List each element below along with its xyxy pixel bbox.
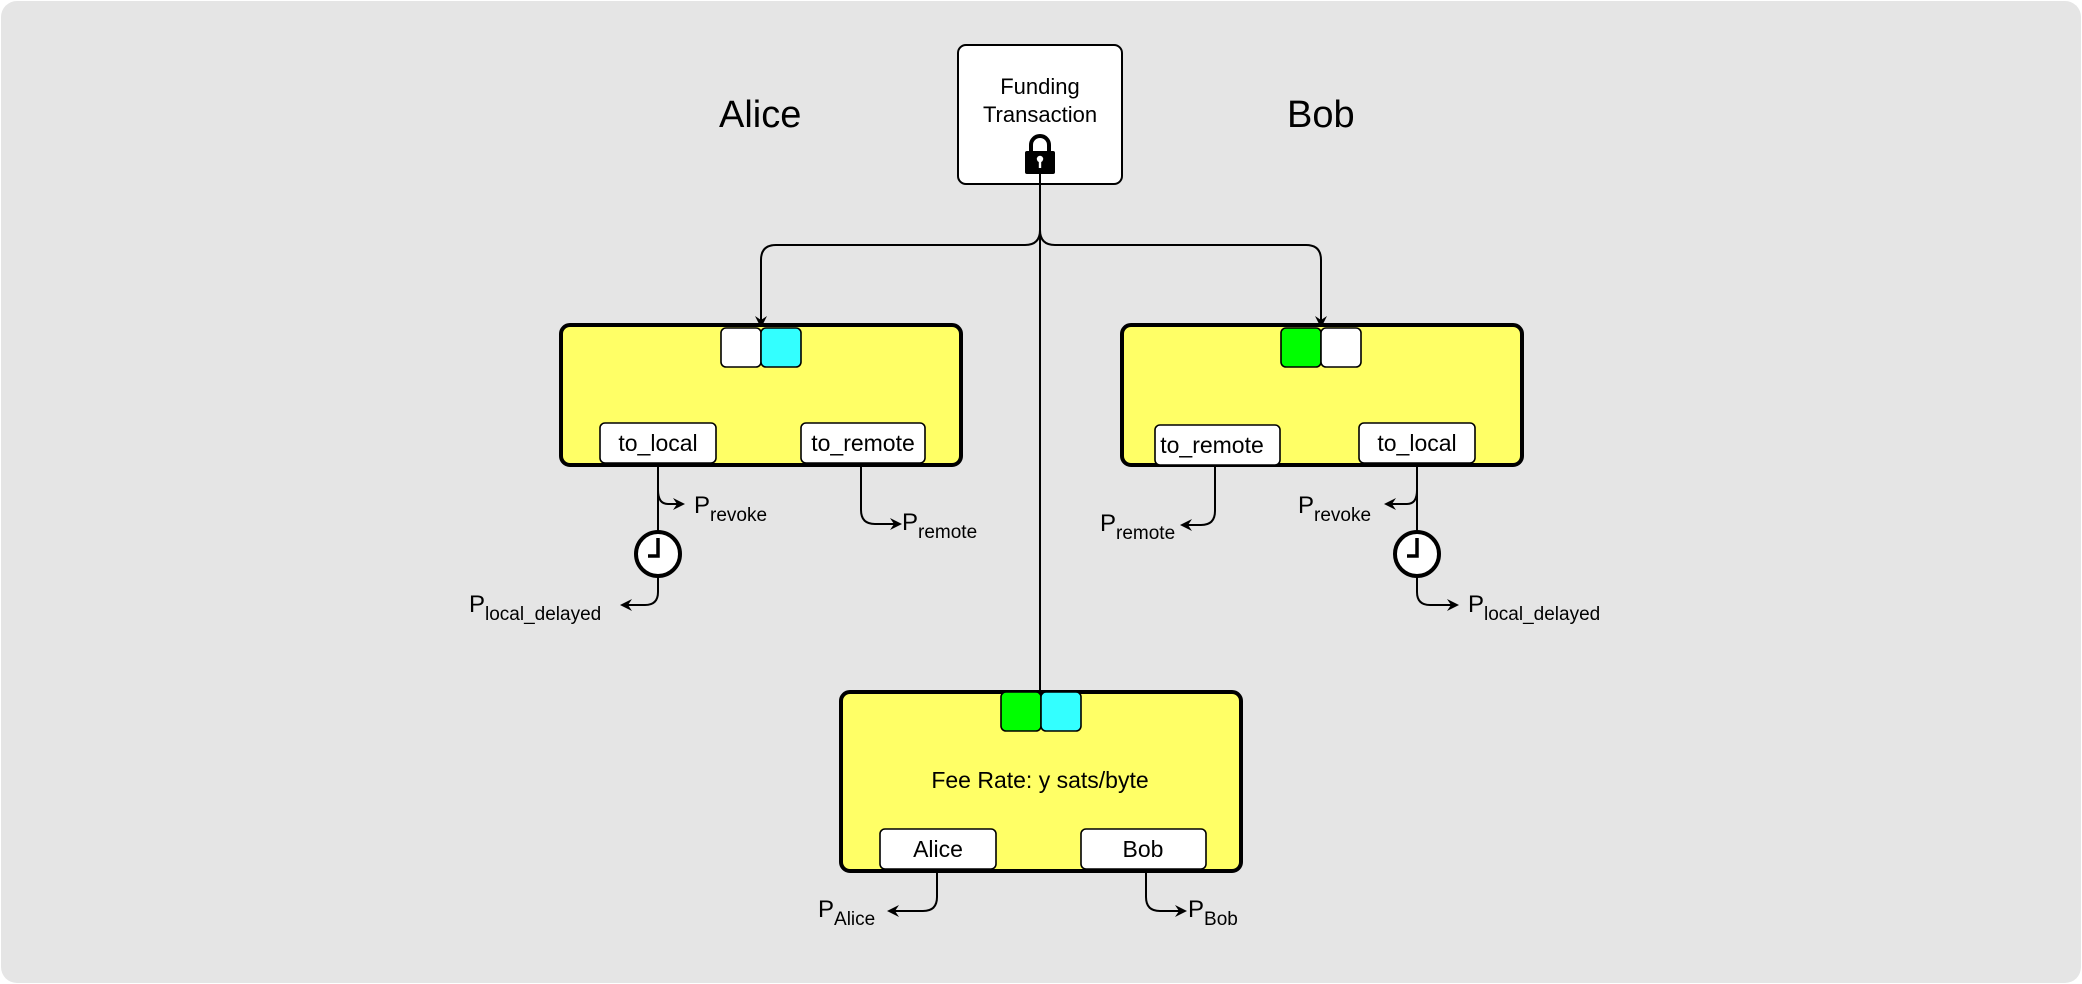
- bob-remote-path-label: Premote: [1100, 510, 1175, 544]
- bob-commitment-transaction[interactable]: to_remote to_local: [1120, 323, 1524, 467]
- wire-funding-to-bob: [1039, 229, 1327, 328]
- clock-icon: [1393, 530, 1441, 578]
- alice-commitment-transaction[interactable]: to_local to_remote: [559, 323, 963, 467]
- wire-bob-revoke: [1384, 489, 1418, 510]
- lock-icon: [1025, 134, 1055, 174]
- closing-output-paths: PAlice PBob: [818, 871, 1238, 930]
- bob-output-to-remote[interactable]: [1154, 424, 1281, 466]
- bob-output-to-local[interactable]: [1358, 422, 1476, 464]
- alice-local-delayed-path-label: Plocal_delayed: [469, 591, 601, 625]
- closing-output-alice-label: Alice: [913, 836, 963, 862]
- wire-alice-remote: [860, 465, 902, 530]
- closing-alice-path-label: PAlice: [818, 896, 875, 930]
- bob-key-signature: [1000, 691, 1042, 732]
- alice-to-local-paths: Prevoke Plocal_delayed: [469, 465, 767, 625]
- alice-output-to-remote-label: to_remote: [811, 430, 915, 456]
- funding-transaction[interactable]: Funding Transaction: [957, 44, 1123, 185]
- fee-rate-label: Fee Rate: y sats/byte: [931, 767, 1148, 793]
- bob-key-signature: [1280, 327, 1322, 368]
- closing-output-bob-label: Bob: [1123, 836, 1164, 862]
- closing-output-bob[interactable]: [1080, 828, 1207, 870]
- funding-label-line2: Transaction: [983, 102, 1097, 127]
- bob-title: Bob: [1287, 94, 1355, 136]
- funding-label-line1: Funding: [1000, 74, 1080, 99]
- wire-closing-alice: [887, 871, 938, 917]
- closing-output-alice[interactable]: [879, 828, 997, 870]
- bob-revoke-path-label: Prevoke: [1298, 492, 1371, 526]
- wire-alice-local-delayed: [620, 576, 659, 611]
- alice-to-remote-path: Premote: [860, 465, 977, 543]
- clock-icon: [634, 530, 682, 578]
- bob-output-to-local-label: to_local: [1377, 430, 1456, 456]
- closing-bob-path-label: PBob: [1188, 896, 1238, 930]
- alice-revoke-path-label: Prevoke: [694, 492, 767, 526]
- wire-funding-to-alice: [755, 229, 1041, 328]
- bob-local-delayed-path-label: Plocal_delayed: [1468, 591, 1600, 625]
- closing-transaction-box[interactable]: [839, 690, 1243, 873]
- alice-remote-path-label: Premote: [902, 509, 977, 543]
- alice-output-to-remote[interactable]: [800, 422, 926, 464]
- wire-bob-remote: [1180, 465, 1216, 531]
- wire-bob-local-delayed: [1416, 576, 1459, 611]
- alice-title: Alice: [719, 94, 801, 136]
- alice-key-signature: [760, 327, 802, 368]
- closing-transaction[interactable]: Fee Rate: y sats/byte Alice Bob: [839, 690, 1243, 873]
- bob-to-local-paths: Prevoke Plocal_delayed: [1298, 465, 1600, 625]
- bob-to-remote-path: Premote: [1100, 465, 1216, 544]
- alice-output-to-local[interactable]: [599, 422, 717, 464]
- empty-key-slot: [720, 327, 762, 368]
- empty-key-slot: [1320, 327, 1362, 368]
- alice-output-to-local-label: to_local: [618, 430, 697, 456]
- wire-alice-revoke: [657, 489, 685, 510]
- alice-key-signature: [1040, 691, 1082, 732]
- wire-closing-bob: [1145, 871, 1187, 917]
- bob-output-to-remote-label: to_remote: [1160, 432, 1264, 458]
